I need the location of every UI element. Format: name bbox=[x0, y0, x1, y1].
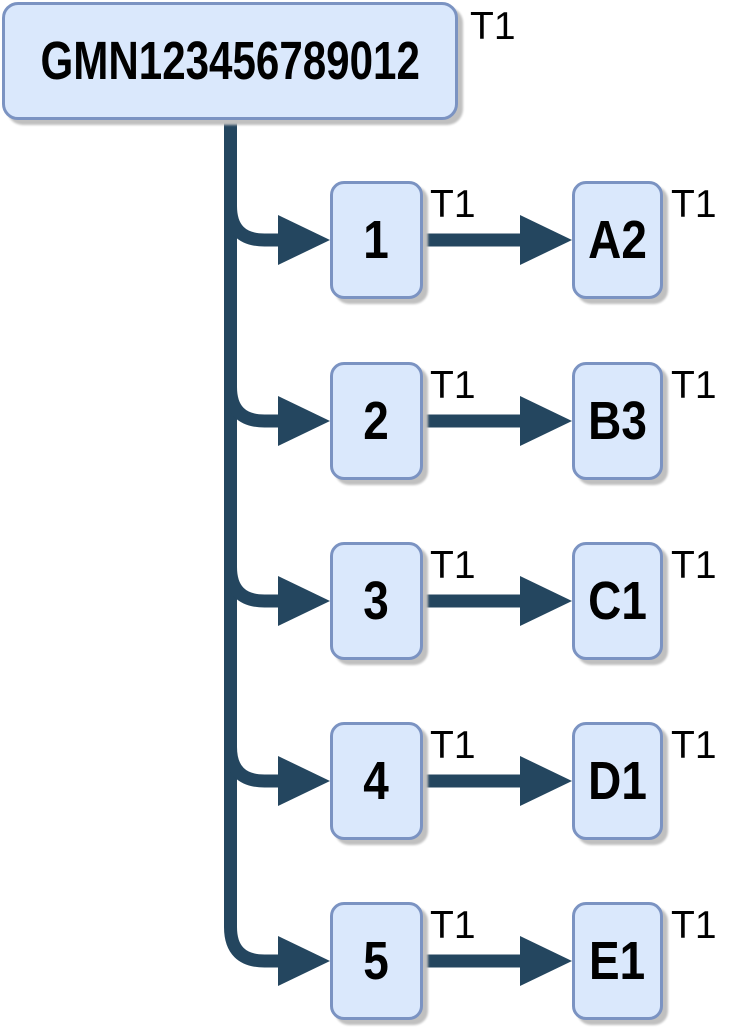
step-result-arrowhead-5 bbox=[520, 936, 572, 986]
branch-arrowhead-3 bbox=[278, 576, 330, 626]
node-step-1: 1 bbox=[330, 181, 423, 299]
tag-result-D1: T1 bbox=[671, 724, 717, 767]
tag-result-A2: T1 bbox=[671, 183, 717, 226]
node-step-5-label: 5 bbox=[363, 931, 390, 991]
branch-elbow-2 bbox=[224, 386, 279, 428]
node-result-B3: B3 bbox=[572, 362, 663, 480]
step-result-arrowhead-4 bbox=[520, 756, 572, 806]
branch-arrowhead-2 bbox=[278, 396, 330, 446]
node-step-4-label: 4 bbox=[363, 751, 390, 811]
tag-step-2: T1 bbox=[430, 364, 476, 407]
branch-arrowhead-4 bbox=[278, 756, 330, 806]
branch-elbow-1 bbox=[224, 205, 279, 247]
node-step-3: 3 bbox=[330, 542, 423, 660]
tag-step-3: T1 bbox=[430, 544, 476, 587]
node-result-B3-label: B3 bbox=[588, 391, 647, 451]
node-result-C1: C1 bbox=[572, 542, 663, 660]
step-result-arrowhead-2 bbox=[520, 396, 572, 446]
node-result-D1: D1 bbox=[572, 722, 663, 840]
node-root: GMN123456789012 bbox=[2, 2, 458, 120]
node-result-E1-label: E1 bbox=[589, 931, 646, 991]
tag-root: T1 bbox=[470, 5, 516, 48]
step-result-arrowhead-1 bbox=[520, 215, 572, 265]
node-step-3-label: 3 bbox=[363, 571, 390, 631]
node-result-A2: A2 bbox=[572, 181, 663, 299]
node-step-1-label: 1 bbox=[363, 210, 390, 270]
node-step-5: 5 bbox=[330, 902, 423, 1020]
node-step-2: 2 bbox=[330, 362, 423, 480]
branch-arrowhead-5 bbox=[278, 936, 330, 986]
node-result-E1: E1 bbox=[572, 902, 663, 1020]
tag-step-5: T1 bbox=[430, 904, 476, 947]
node-result-D1-label: D1 bbox=[588, 751, 647, 811]
branch-arrowhead-1 bbox=[278, 215, 330, 265]
branch-elbow-4 bbox=[224, 746, 279, 788]
tag-result-B3: T1 bbox=[671, 364, 717, 407]
tag-step-1: T1 bbox=[430, 183, 476, 226]
node-root-label: GMN123456789012 bbox=[40, 31, 420, 91]
node-result-C1-label: C1 bbox=[588, 571, 647, 631]
node-result-A2-label: A2 bbox=[588, 210, 647, 270]
step-result-arrowhead-3 bbox=[520, 576, 572, 626]
tag-step-4: T1 bbox=[430, 724, 476, 767]
trunk-connector bbox=[224, 118, 279, 968]
branch-elbow-3 bbox=[224, 566, 279, 608]
node-step-2-label: 2 bbox=[363, 391, 390, 451]
node-step-4: 4 bbox=[330, 722, 423, 840]
tag-result-C1: T1 bbox=[671, 544, 717, 587]
tag-result-E1: T1 bbox=[671, 904, 717, 947]
